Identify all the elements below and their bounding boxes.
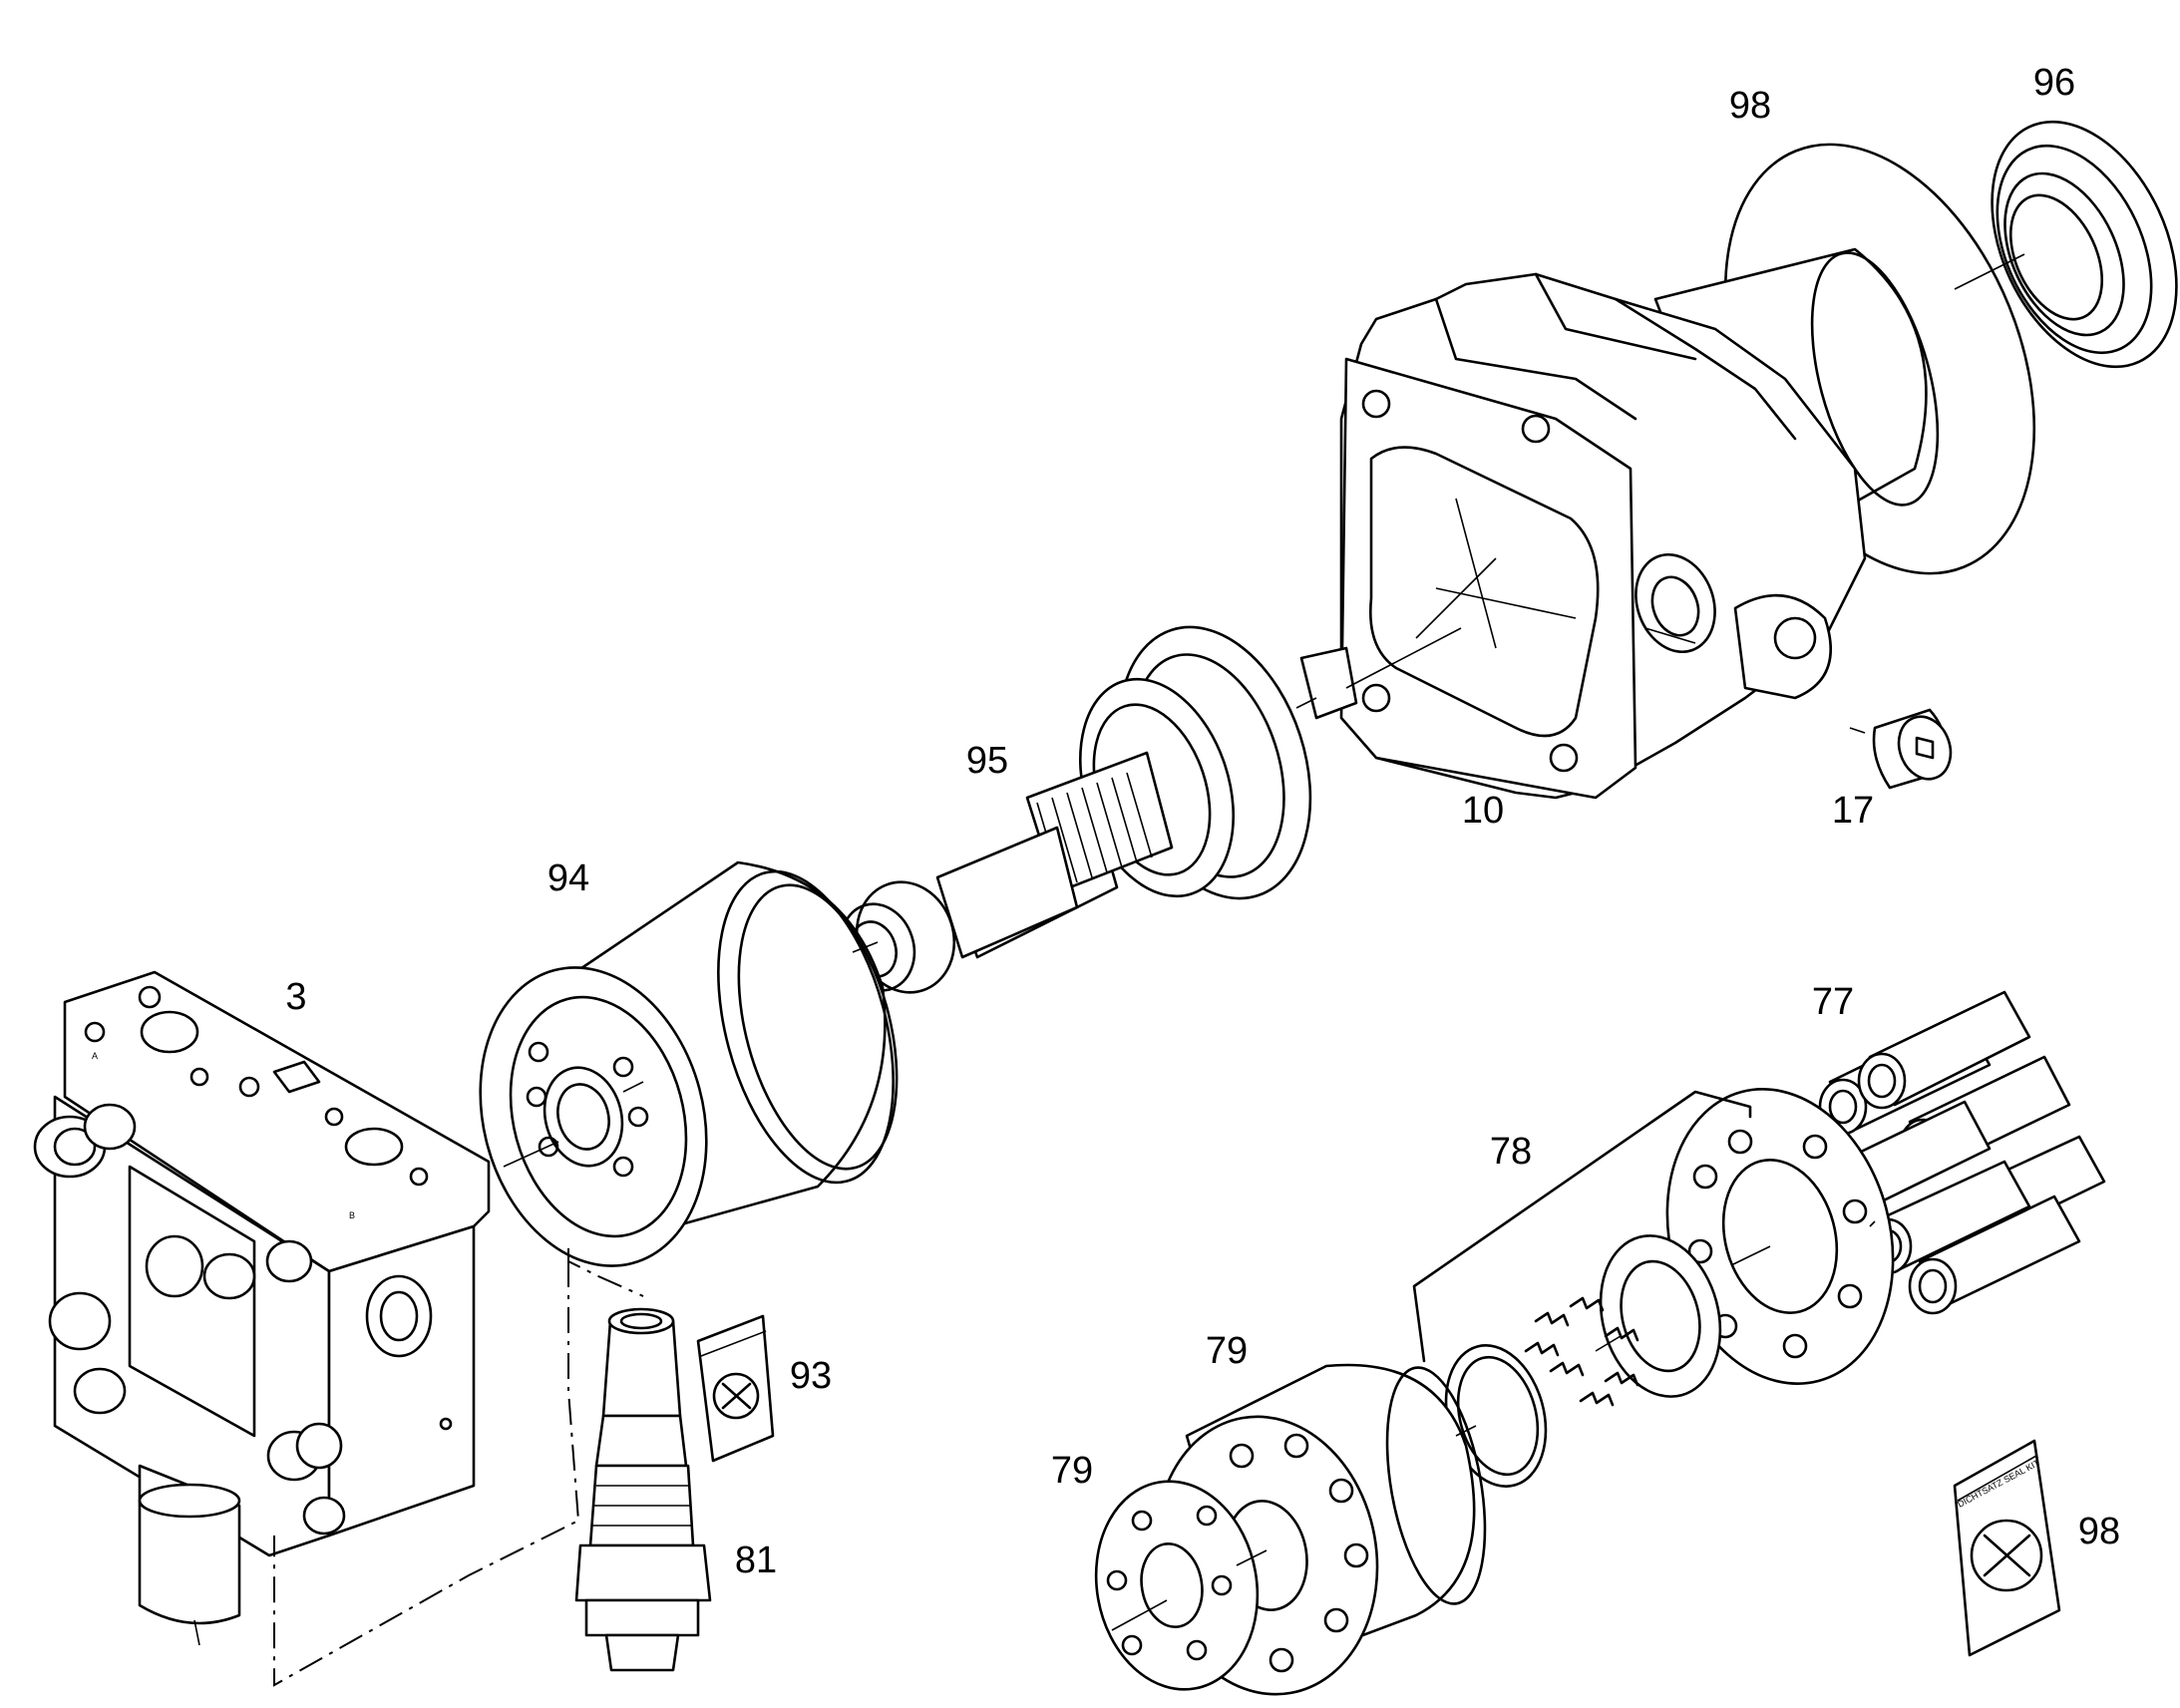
axis-line <box>1455 1220 1876 1437</box>
part-94-control-cylinder <box>479 860 899 1267</box>
part-10-housing <box>1339 247 1940 800</box>
callout-95: 95 <box>966 740 1008 782</box>
part-98-seal-kit-packet: DICHTSATZ SEAL KIT <box>1953 1439 2061 1657</box>
part-78-ball-guide <box>1599 1234 1722 1398</box>
part-3-port-plate: A B <box>33 970 491 1646</box>
callout-labels: 98 96 95 10 17 94 3 77 78 93 79 79 81 98 <box>285 62 2120 1581</box>
part-95-drive-shaft <box>839 625 1358 994</box>
callout-78: 78 <box>1490 1131 1532 1173</box>
callout-96: 96 <box>2033 62 2075 104</box>
axis-line <box>1111 1549 1268 1631</box>
callout-10: 10 <box>1462 790 1504 832</box>
callout-79-block: 79 <box>1206 1330 1248 1372</box>
callout-81: 81 <box>735 1539 777 1581</box>
callout-17: 17 <box>1832 790 1874 832</box>
callout-98-top: 98 <box>1729 85 1771 127</box>
part-81-cartridge-valve <box>574 1307 712 1672</box>
callout-93: 93 <box>790 1355 832 1397</box>
assembly-path-line <box>273 1248 644 1687</box>
axis-line <box>1644 627 1866 734</box>
callout-77: 77 <box>1812 981 1854 1023</box>
port-letter-b: B <box>349 1210 355 1220</box>
callout-94: 94 <box>547 857 589 899</box>
piston <box>1908 1195 2081 1315</box>
piston <box>1857 990 2031 1110</box>
part-78-springs <box>1524 1296 1639 1407</box>
port-letter-a: A <box>92 1051 98 1061</box>
callout-98-bottom: 98 <box>2078 1511 2120 1552</box>
part-17-plug-screw <box>1872 708 1953 790</box>
part-77-pistons <box>1818 990 2106 1315</box>
part-93-seal-kit-packet <box>696 1314 775 1463</box>
part-78-bracket-line <box>1412 1090 1752 1363</box>
part-79-valve-plate <box>1094 1480 1260 1691</box>
axis-line <box>503 253 2025 1168</box>
part-96-shaft-seal <box>1991 120 2178 369</box>
callout-79-plate: 79 <box>1051 1450 1093 1492</box>
callout-3: 3 <box>285 976 306 1018</box>
